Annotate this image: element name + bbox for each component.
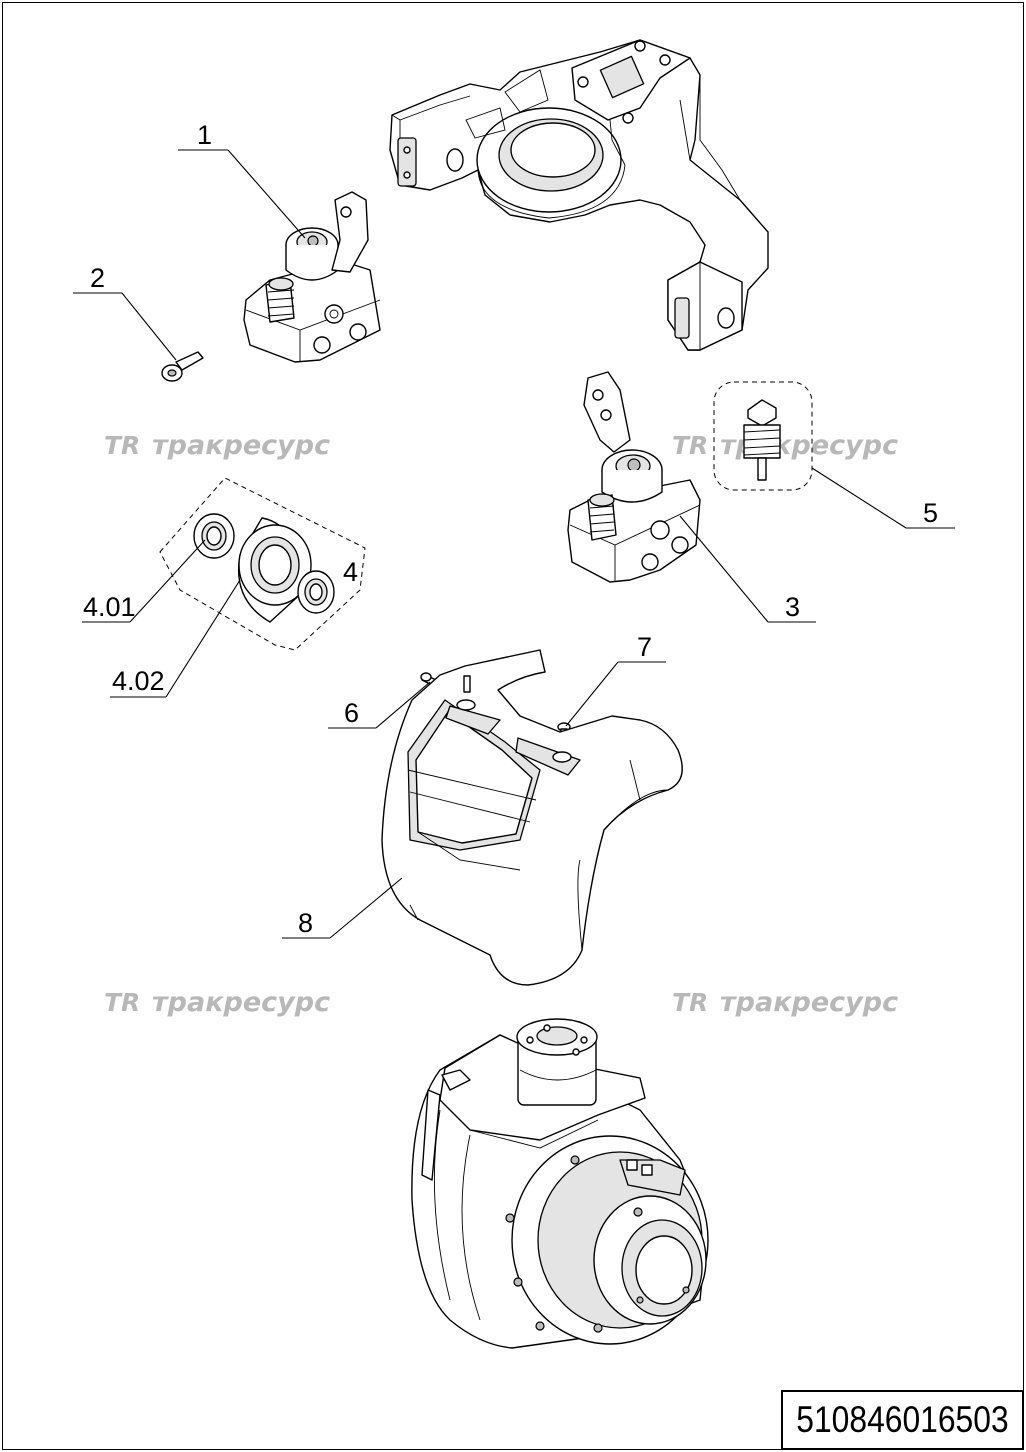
callout-3: 3 <box>679 515 816 623</box>
drawing-number-box: 510846016503 <box>781 1390 1024 1450</box>
assembled-drive-unit <box>411 1018 709 1349</box>
svg-text:TR: TR <box>672 431 708 460</box>
part-2-bolt <box>161 351 204 382</box>
part-4-02-roller <box>237 517 312 623</box>
callout-5: 5 <box>811 467 955 529</box>
svg-text:4.02: 4.02 <box>112 666 165 696</box>
watermark-bottom-left: TR тракресурс <box>104 987 330 1018</box>
svg-text:TR: TR <box>104 988 140 1017</box>
callout-4: 4 <box>343 557 358 587</box>
fork-bracket <box>389 39 769 351</box>
part-8-cover <box>381 649 683 986</box>
watermark-top-left: TR тракресурс <box>104 430 330 461</box>
callout-1: 1 <box>178 120 306 239</box>
svg-text:3: 3 <box>785 592 800 622</box>
drawing-number: 510846016503 <box>796 1399 1009 1440</box>
part-4-bearing-set <box>159 477 366 651</box>
svg-text:8: 8 <box>298 908 313 938</box>
svg-text:тракресурс: тракресурс <box>152 987 330 1018</box>
svg-text:7: 7 <box>637 632 652 662</box>
watermark-top-right: TR тракресурс <box>672 430 898 461</box>
part-4-01-small-bearing-2 <box>297 570 335 614</box>
svg-text:4.01: 4.01 <box>83 592 136 622</box>
svg-text:TR: TR <box>672 988 708 1017</box>
callout-7: 7 <box>565 632 666 727</box>
part-4-01-small-bearing <box>193 513 235 559</box>
svg-text:5: 5 <box>923 498 938 528</box>
callout-4-01: 4.01 <box>82 539 206 623</box>
callout-8: 8 <box>282 877 403 939</box>
callout-6: 6 <box>328 681 431 729</box>
svg-text:4: 4 <box>343 557 358 587</box>
callout-2: 2 <box>73 263 177 361</box>
part-1-subassembly <box>243 191 381 363</box>
svg-text:2: 2 <box>90 263 105 293</box>
callout-4-02: 4.02 <box>110 579 241 698</box>
svg-text:TR: TR <box>104 431 140 460</box>
watermark-bottom-right: TR тракресурс <box>672 987 898 1018</box>
part-3-subassembly <box>567 371 701 583</box>
svg-text:6: 6 <box>344 698 359 728</box>
svg-text:1: 1 <box>197 120 212 150</box>
svg-text:тракресурс: тракресурс <box>720 987 898 1018</box>
svg-text:тракресурс: тракресурс <box>152 430 330 461</box>
part-5-spring-bolt <box>713 381 813 491</box>
